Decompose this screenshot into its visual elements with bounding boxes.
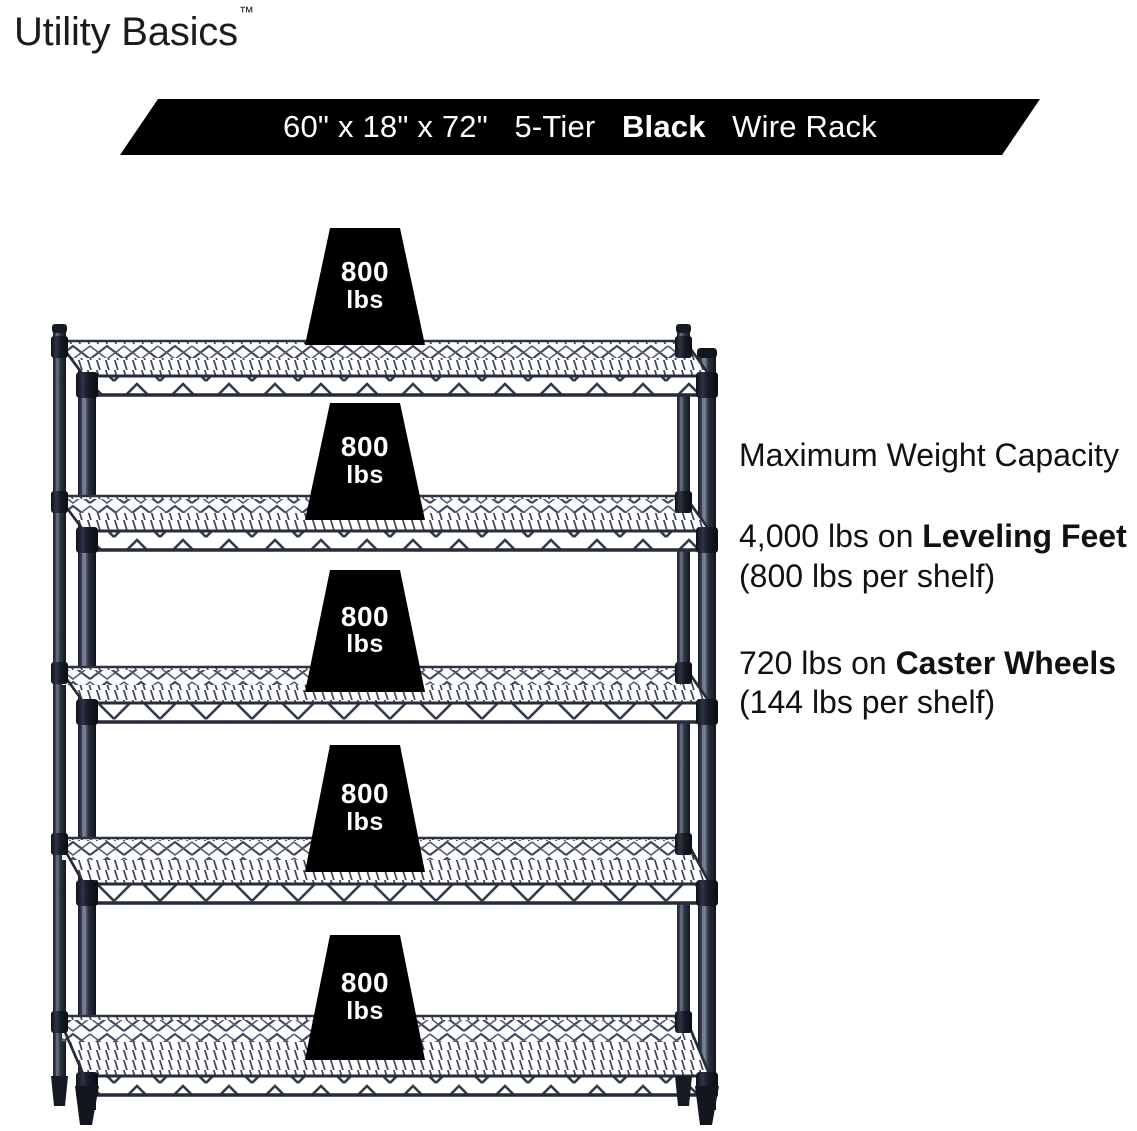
weight-badge-shelf-1: 800 lbs (305, 228, 425, 345)
badge-label-group: 800 lbs (305, 228, 425, 345)
brand-wordmark: Utility Basics™ (14, 4, 254, 55)
banner-dimensions: 60" x 18" x 72" (283, 108, 488, 144)
banner-space-2 (604, 109, 613, 144)
banner-space-3 (715, 109, 724, 144)
caster-tail: (144 lbs per shelf) (739, 684, 996, 721)
badge-number: 800 (340, 431, 390, 463)
leveling-strong: Leveling Feet (922, 518, 1127, 555)
post-back-left (53, 326, 66, 1096)
weight-badge-shelf-4: 800 lbs (305, 745, 425, 872)
shelf-1 (51, 336, 718, 398)
badge-label-group: 800 lbs (305, 935, 425, 1060)
capacity-copy-column: Maximum Weight Capacity 4,000 lbs on Lev… (739, 436, 1137, 723)
badge-unit: lbs (346, 460, 384, 489)
badge-unit: lbs (346, 807, 384, 836)
badge-label-group: 800 lbs (305, 745, 425, 872)
badge-number: 800 (340, 256, 390, 288)
product-title-banner: 60" x 18" x 72" 5-Tier Black Wire Rack (120, 99, 1040, 155)
caster-strong: Caster Wheels (895, 645, 1117, 682)
shelf-3 (51, 662, 718, 725)
badge-trapezoid-shape (305, 935, 425, 1060)
post-front-left (78, 350, 96, 1110)
post-front-right (698, 350, 716, 1110)
product-title-text: 60" x 18" x 72" 5-Tier Black Wire Rack (283, 111, 877, 144)
banner-tier: 5-Tier (514, 108, 596, 144)
badge-trapezoid-shape (305, 228, 425, 345)
banner-product: Wire Rack (732, 108, 877, 144)
leveling-feet-capacity: 4,000 lbs on Leveling Feet (800 lbs per … (739, 517, 1137, 596)
badge-trapezoid-shape (305, 570, 425, 692)
badge-number: 800 (340, 967, 390, 999)
weight-badge-shelf-2: 800 lbs (305, 403, 425, 520)
leveling-feet (51, 1076, 719, 1125)
badge-unit: lbs (346, 996, 384, 1025)
weight-badge-shelf-3: 800 lbs (305, 570, 425, 692)
trademark-symbol: ™ (238, 4, 254, 21)
brand-name: Utility Basics (14, 10, 238, 54)
badge-label-group: 800 lbs (305, 403, 425, 520)
leveling-lead: 4,000 lbs on (739, 518, 923, 555)
wire-rack-illustration (22, 200, 732, 1131)
leveling-tail: (800 lbs per shelf) (739, 557, 996, 594)
badge-unit: lbs (346, 285, 384, 314)
caster-lead: 720 lbs on (739, 645, 896, 682)
badge-unit: lbs (346, 630, 384, 659)
badge-label-group: 800 lbs (305, 570, 425, 692)
badge-number: 800 (340, 600, 390, 632)
weight-badge-shelf-5: 800 lbs (305, 935, 425, 1060)
badge-trapezoid-shape (305, 745, 425, 872)
banner-space-1 (497, 109, 506, 144)
badge-number: 800 (340, 778, 390, 810)
caster-wheels-capacity: 720 lbs on Caster Wheels (144 lbs per sh… (739, 644, 1137, 723)
badge-trapezoid-shape (305, 403, 425, 520)
capacity-heading: Maximum Weight Capacity (739, 437, 1119, 473)
banner-color-word: Black (621, 108, 706, 144)
